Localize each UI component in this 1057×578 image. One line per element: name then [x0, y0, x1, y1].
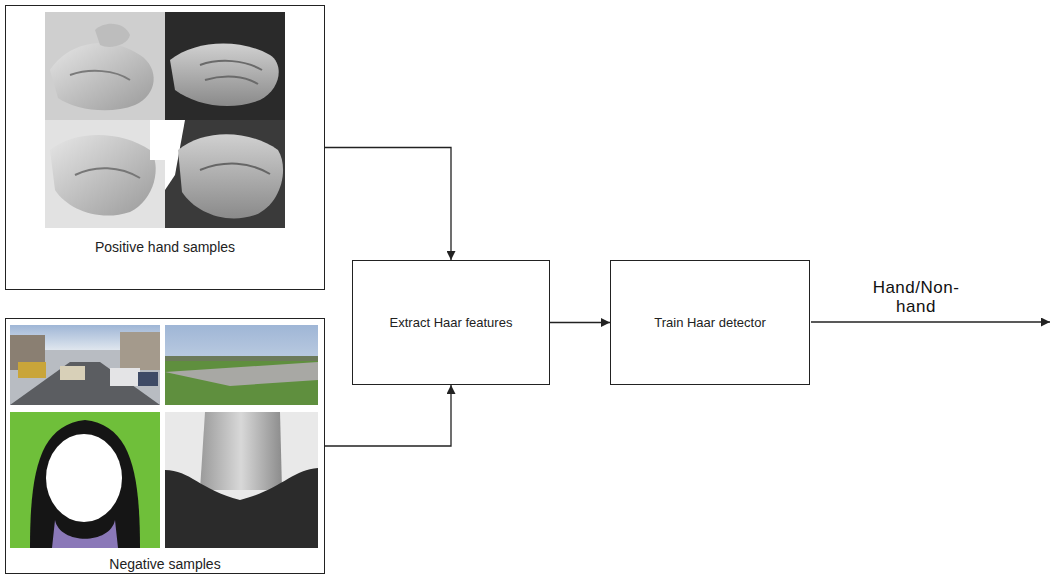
hand-photo	[165, 12, 285, 120]
street-photo	[120, 332, 160, 370]
sample-panel: Negative samples	[5, 318, 325, 574]
sample-panel: Positive hand samples	[5, 5, 325, 290]
output-label: Hand/Non- hand	[868, 279, 964, 316]
hand-photo	[45, 12, 165, 120]
hand-photo	[165, 120, 285, 228]
face-photo	[10, 412, 160, 548]
hand-photo	[50, 135, 156, 216]
hand-photo	[75, 168, 140, 178]
street-photo	[10, 362, 160, 405]
hand-photo	[150, 120, 165, 160]
face-photo	[46, 434, 122, 522]
street-photo	[110, 368, 140, 386]
hand-photo	[45, 120, 165, 228]
node-label: Positive hand samples	[87, 239, 243, 255]
hand-photo	[70, 71, 130, 80]
neck-photo	[165, 468, 318, 548]
neck-photo	[165, 412, 318, 548]
hand-photo	[170, 44, 279, 107]
process-box: Train Haar detector	[610, 260, 810, 385]
face-photo	[52, 520, 118, 548]
hand-photo	[165, 12, 285, 120]
road-photo	[165, 325, 318, 405]
hand-photo	[205, 77, 258, 84]
hand-photo	[200, 164, 270, 174]
node-label: Extract Haar features	[382, 315, 521, 330]
street-photo	[10, 325, 160, 405]
road-photo	[165, 362, 318, 386]
node-label: Negative samples	[101, 556, 228, 572]
street-photo	[138, 372, 158, 386]
hand-photo	[165, 120, 285, 228]
flow-arrow	[325, 385, 451, 446]
street-photo	[18, 362, 46, 378]
node-label: Train Haar detector	[646, 315, 774, 330]
hand-photo	[45, 12, 165, 120]
neck-photo	[200, 412, 282, 490]
face-photo	[10, 412, 160, 548]
process-box: Extract Haar features	[352, 260, 550, 385]
street-photo	[60, 366, 85, 380]
hand-photo	[178, 134, 283, 218]
hand-photo	[50, 43, 154, 110]
street-photo	[10, 325, 160, 405]
flow-arrow	[325, 148, 451, 261]
road-photo	[165, 360, 318, 405]
neck-photo	[165, 412, 318, 548]
hand-photo	[95, 24, 130, 47]
face-photo	[30, 420, 140, 548]
hand-photo	[200, 61, 262, 70]
road-photo	[165, 356, 318, 361]
output-arrow	[811, 321, 1050, 322]
road-photo	[165, 325, 318, 405]
hand-photo	[45, 120, 165, 228]
flow-arrow	[550, 322, 610, 323]
